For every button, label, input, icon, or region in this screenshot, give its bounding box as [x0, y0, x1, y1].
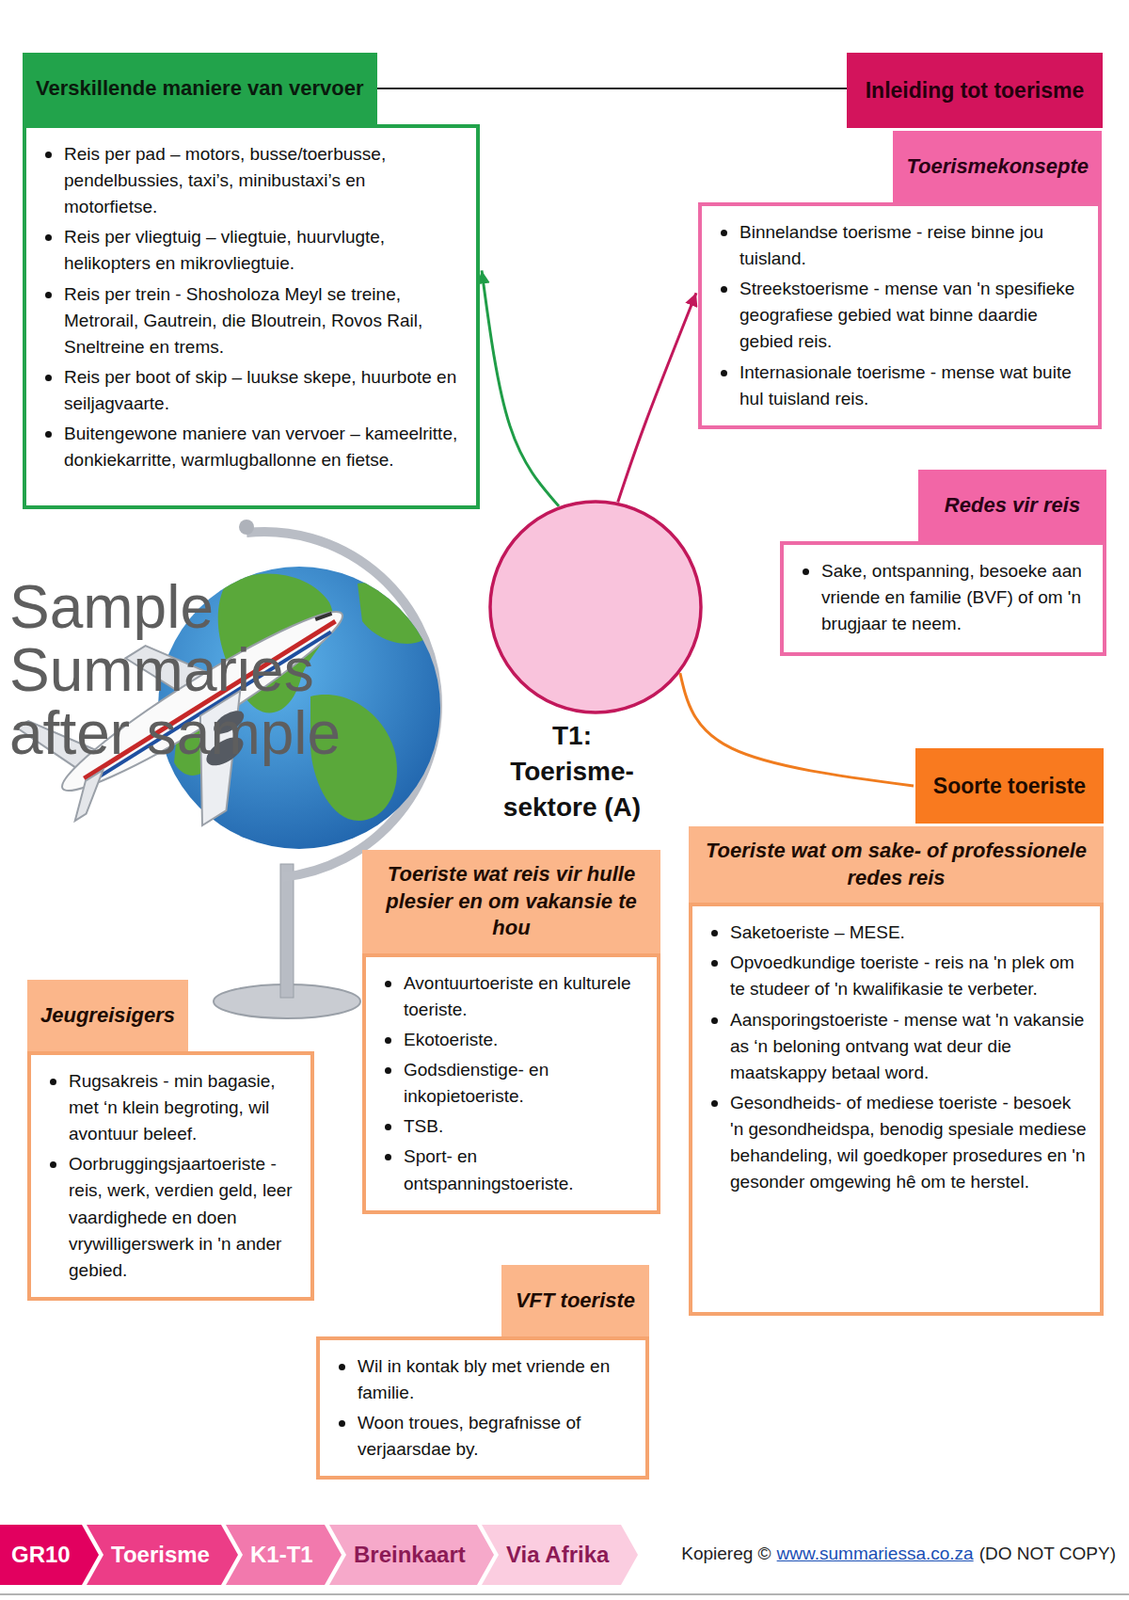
circle-shape [490, 501, 701, 713]
footer-rule [0, 1592, 1129, 1595]
copyright-text: (DO NOT COPY) [979, 1542, 1116, 1564]
bullet-text: Godsdienstige- en inkopietoeriste. [379, 1056, 644, 1110]
tail-stabilizer [60, 769, 119, 821]
topic-card: VFT toeristeWil in kontak bly met vriend… [316, 1264, 650, 1479]
connector [481, 270, 559, 506]
bullet-text: Reis per pad – motors, busse/toerbusse, … [39, 141, 463, 221]
card-body: Avontuurtoeriste en kulturele toeriste. E… [362, 953, 661, 1214]
chevron-fill [329, 1524, 494, 1585]
bullet-text: Reis per trein - Shosholoza Meyl se trei… [39, 281, 463, 361]
card-heading: Redes vir reis [918, 469, 1107, 541]
bullet-text: Gesondheids- of mediese toeriste - besoe… [705, 1089, 1087, 1195]
bullet-text: Aansporingstoeriste - mense wat 'n vakan… [705, 1006, 1087, 1086]
bullet-text: Opvoedkundige toeriste - reis na 'n plek… [705, 949, 1087, 1002]
connector [680, 672, 914, 786]
chevron-fill [225, 1524, 342, 1585]
chevron-fill [481, 1524, 638, 1585]
bullet-text: Woon troues, begrafnisse of verjaarsdae … [333, 1409, 633, 1463]
watermark: Sample Summaries after sample [9, 575, 379, 766]
topic-card: JeugreisigersRugsakreis - min bagasie, m… [27, 979, 315, 1301]
card-body: Saketoeriste – MESE. Opvoedkundige toeris… [688, 902, 1104, 1316]
central-topic: T1: Toerisme- sektore (A) [488, 717, 656, 825]
bullet-text: TSB. [379, 1113, 644, 1140]
topic-card: Redes vir reisSake, ontspanning, besoeke… [779, 469, 1107, 656]
cockpit-window [315, 610, 332, 623]
breadcrumb-chevron: Via Afrika [481, 1524, 638, 1585]
card-body: Sake, ontspanning, besoeke aan vriende e… [779, 540, 1107, 656]
breadcrumb-text: Breinkaart [329, 1524, 466, 1585]
breadcrumb-chevron: K1-T1 [225, 1524, 342, 1585]
card-body: Binnelandse toerisme - reise binne jou t… [698, 202, 1102, 430]
card-heading: Toerismekonsepte [892, 130, 1102, 203]
card-heading: Toeriste wat om sake- of professionele r… [688, 826, 1104, 903]
breadcrumb-chevron: Toerisme [86, 1524, 239, 1585]
stand-pole [280, 863, 294, 998]
band-heading: Inleiding tot toerisme [865, 77, 1085, 105]
topic-card: Verskillende maniere van vervoerReis per… [22, 52, 480, 509]
band-heading: Soorte toeriste [933, 772, 1086, 800]
card-heading: Jeugreisigers [27, 979, 189, 1051]
topic-card: ToerismekonsepteBinnelandse toerisme - r… [698, 130, 1102, 430]
card-body: Wil in kontak bly met vriende en familie… [316, 1335, 650, 1479]
bullet-text: Reis per vliegtuig – vliegtuie, huurvlug… [39, 223, 463, 277]
bullet-text: Avontuurtoeriste en kulturele toeriste. [379, 969, 644, 1023]
bullet-text: Internasionale toerisme - mense wat buit… [715, 359, 1085, 413]
circle-outline [488, 499, 703, 715]
topic-circle: T1: Toerisme- sektore (A) [488, 499, 703, 715]
copyright-line: Kopiereg © www.summariessa.co.za(DO NOT C… [681, 1542, 1116, 1564]
chevron-fill [86, 1524, 239, 1585]
bullet-text: Buitengewone maniere van vervoer – kamee… [39, 420, 463, 474]
card-body: Rugsakreis - min bagasie, met ‘n klein b… [27, 1050, 315, 1301]
bullet-text: Binnelandse toerisme - reise binne jou t… [715, 219, 1085, 272]
bullet-text: Wil in kontak bly met vriende en familie… [333, 1352, 633, 1406]
bullet-text: Sport- en ontspanningstoeriste. [379, 1143, 644, 1196]
bullet-text: Sake, ontspanning, besoeke aan vriende e… [796, 557, 1090, 637]
bullet-text: Saketoeriste – MESE. [705, 919, 1087, 946]
globe-pin [238, 519, 255, 535]
bullet-text: Ekotoeriste. [379, 1026, 644, 1053]
copyright-text: Kopiereg © [681, 1542, 771, 1564]
breadcrumb-chevron: Breinkaart [329, 1524, 494, 1585]
website-link: www.summariessa.co.za [777, 1542, 974, 1564]
connector [618, 292, 697, 502]
card-heading: VFT toeriste [501, 1264, 650, 1336]
bullet-text: Reis per boot of skip – luukse skepe, hu… [39, 364, 463, 417]
card-heading: Toeriste wat reis vir hulle plesier en o… [362, 849, 661, 954]
breadcrumb-text: K1-T1 [225, 1524, 314, 1585]
bullet-text: Oorbruggingsjaartoeriste - reis, werk, v… [44, 1150, 298, 1284]
bullet-text: Streekstoerisme - mense van 'n spesifiek… [715, 275, 1085, 355]
heading-band: Soorte toeriste [915, 747, 1104, 824]
topic-card: Toeriste wat reis vir hulle plesier en o… [362, 849, 661, 1214]
breadcrumb-chevron: GR10 [0, 1524, 99, 1585]
card-heading: Verskillende maniere van vervoer [22, 52, 378, 125]
breadcrumb-text: Via Afrika [481, 1524, 609, 1585]
topic-card: Toeriste wat om sake- of professionele r… [688, 826, 1104, 1316]
connector [377, 87, 847, 90]
continent [357, 582, 424, 644]
card-body: Reis per pad – motors, busse/toerbusse, … [22, 124, 480, 509]
breadcrumb-text: Toerisme [86, 1524, 210, 1585]
chevron-fill [0, 1524, 99, 1585]
bullet-text: Rugsakreis - min bagasie, met ‘n klein b… [44, 1067, 298, 1147]
heading-band: Inleiding tot toerisme [846, 52, 1103, 128]
breadcrumb-text: GR10 [0, 1524, 71, 1585]
